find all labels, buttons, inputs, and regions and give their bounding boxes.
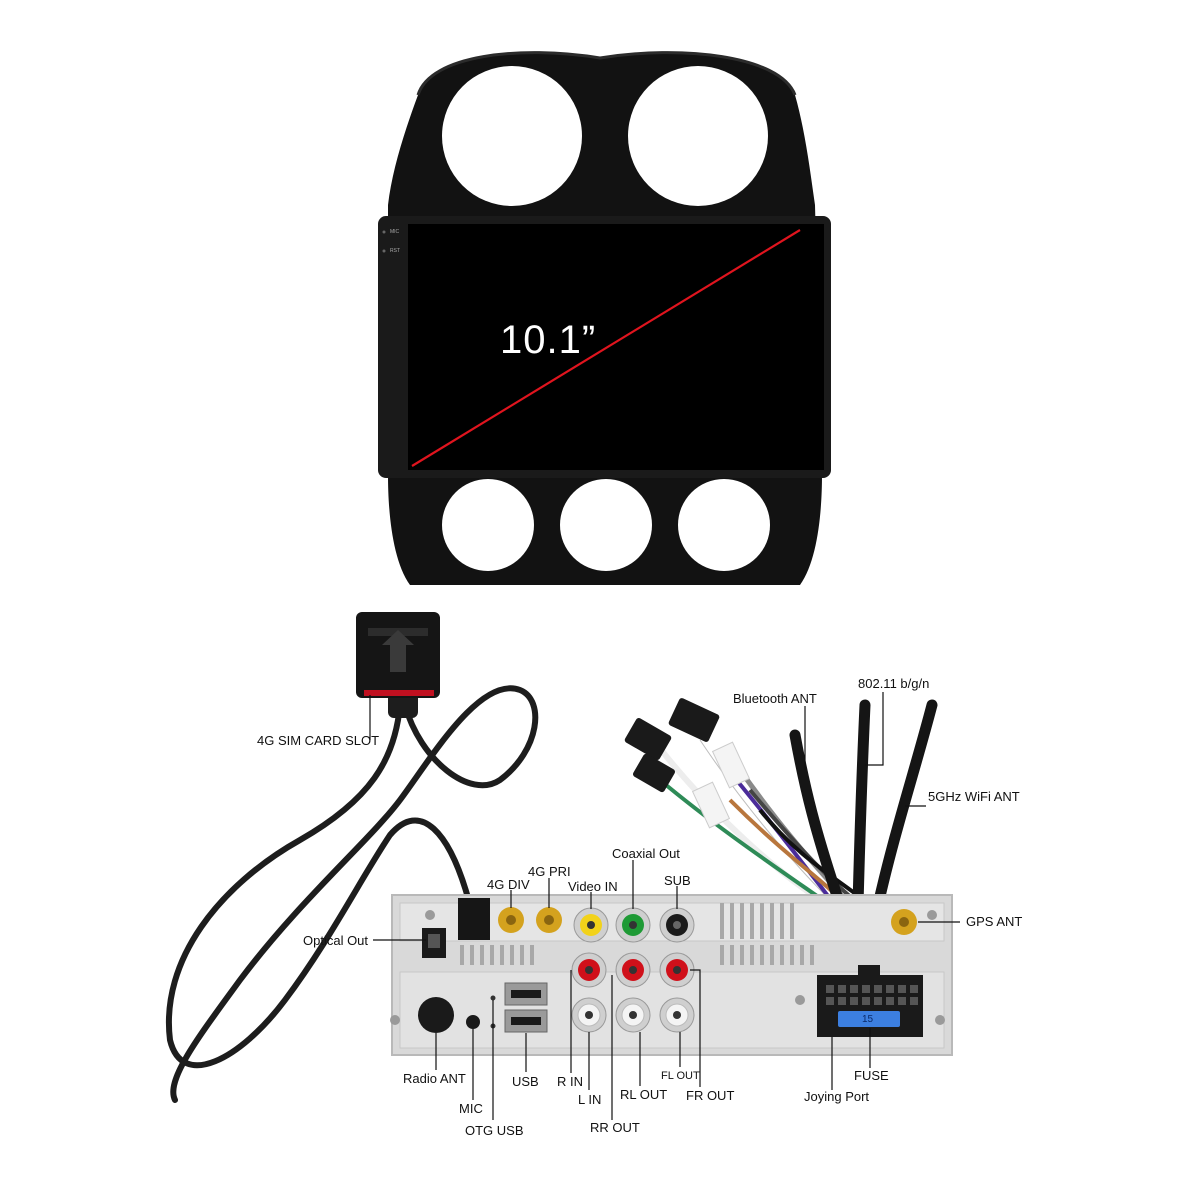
bluetooth-antenna — [789, 729, 846, 911]
label-bluetooth: Bluetooth ANT — [733, 691, 817, 706]
label-optical: Optical Out — [303, 933, 369, 948]
vent-hole-top-left — [442, 66, 582, 206]
label-sub: SUB — [664, 873, 691, 888]
sim-cable — [165, 612, 539, 1103]
dash-frame — [378, 51, 831, 585]
side-label-rst: RST — [390, 248, 400, 254]
label-wifi-5: 5GHz WiFi ANT — [928, 789, 1020, 804]
wifi-antenna — [852, 699, 871, 911]
label-rr-out: RR OUT — [590, 1120, 640, 1135]
callout-lines — [369, 692, 960, 1120]
chassis — [390, 894, 953, 1056]
sim-cable-plug — [458, 898, 490, 940]
label-sim-slot: 4G SIM CARD SLOT — [257, 733, 380, 748]
knob-hole-center — [560, 479, 652, 571]
wifi-5g-antenna — [872, 699, 938, 911]
label-otg: OTG USB — [465, 1123, 524, 1138]
label-wifi-24: 802.11 b/g/n — [858, 676, 930, 691]
diagonal-line — [411, 229, 801, 467]
label-4g-pri: 4G PRI — [528, 864, 571, 879]
label-fl-out: FL OUT — [661, 1070, 700, 1082]
label-joying: Joying Port — [804, 1089, 870, 1104]
screen-size-label: 10.1” — [500, 318, 597, 362]
vent-hole-top-right — [628, 66, 768, 206]
fuse-value: 15 — [862, 1014, 874, 1025]
label-video-in: Video IN — [568, 879, 618, 894]
label-mic: MIC — [459, 1101, 483, 1116]
side-label-mic: MIC — [390, 229, 400, 235]
label-usb: USB — [512, 1074, 539, 1089]
label-radio: Radio ANT — [403, 1071, 466, 1086]
label-4g-div: 4G DIV — [487, 877, 530, 892]
label-gps: GPS ANT — [966, 914, 1023, 929]
mic-jack — [466, 1015, 480, 1029]
label-l-in: L IN — [578, 1092, 602, 1107]
radio-ant-socket — [418, 997, 454, 1033]
fuse — [838, 1011, 900, 1027]
label-rl-out: RL OUT — [620, 1087, 668, 1102]
label-r-in: R IN — [557, 1074, 583, 1089]
label-coaxial: Coaxial Out — [612, 846, 680, 861]
joying-port — [817, 975, 923, 1037]
screen — [408, 224, 824, 470]
label-fuse: FUSE — [854, 1068, 889, 1083]
knob-hole-right — [678, 479, 770, 571]
knob-hole-left — [442, 479, 534, 571]
label-fr-out: FR OUT — [686, 1088, 735, 1103]
